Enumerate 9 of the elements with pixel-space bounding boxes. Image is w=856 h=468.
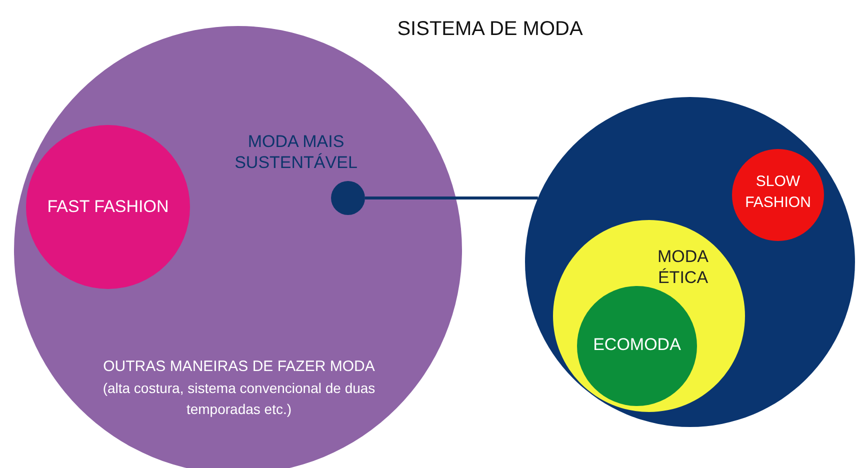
circle-note: (alta costura, sistema convencional de duas temporadas etc.): [102, 379, 376, 419]
circle-label: ECOMODA: [592, 334, 682, 355]
connector-line: [365, 196, 538, 200]
circle-label: FAST FASHION: [46, 196, 170, 217]
circle-label: MODA MAIS SUSTENTÁVEL: [234, 131, 358, 173]
circle-label: SLOW FASHION: [744, 172, 812, 213]
diagram-title: SISTEMA DE MODA: [396, 18, 584, 41]
circle-label: OUTRAS MANEIRAS DE FAZER MODA: [102, 357, 376, 377]
circle-label: MODA ÉTICA: [656, 246, 710, 288]
